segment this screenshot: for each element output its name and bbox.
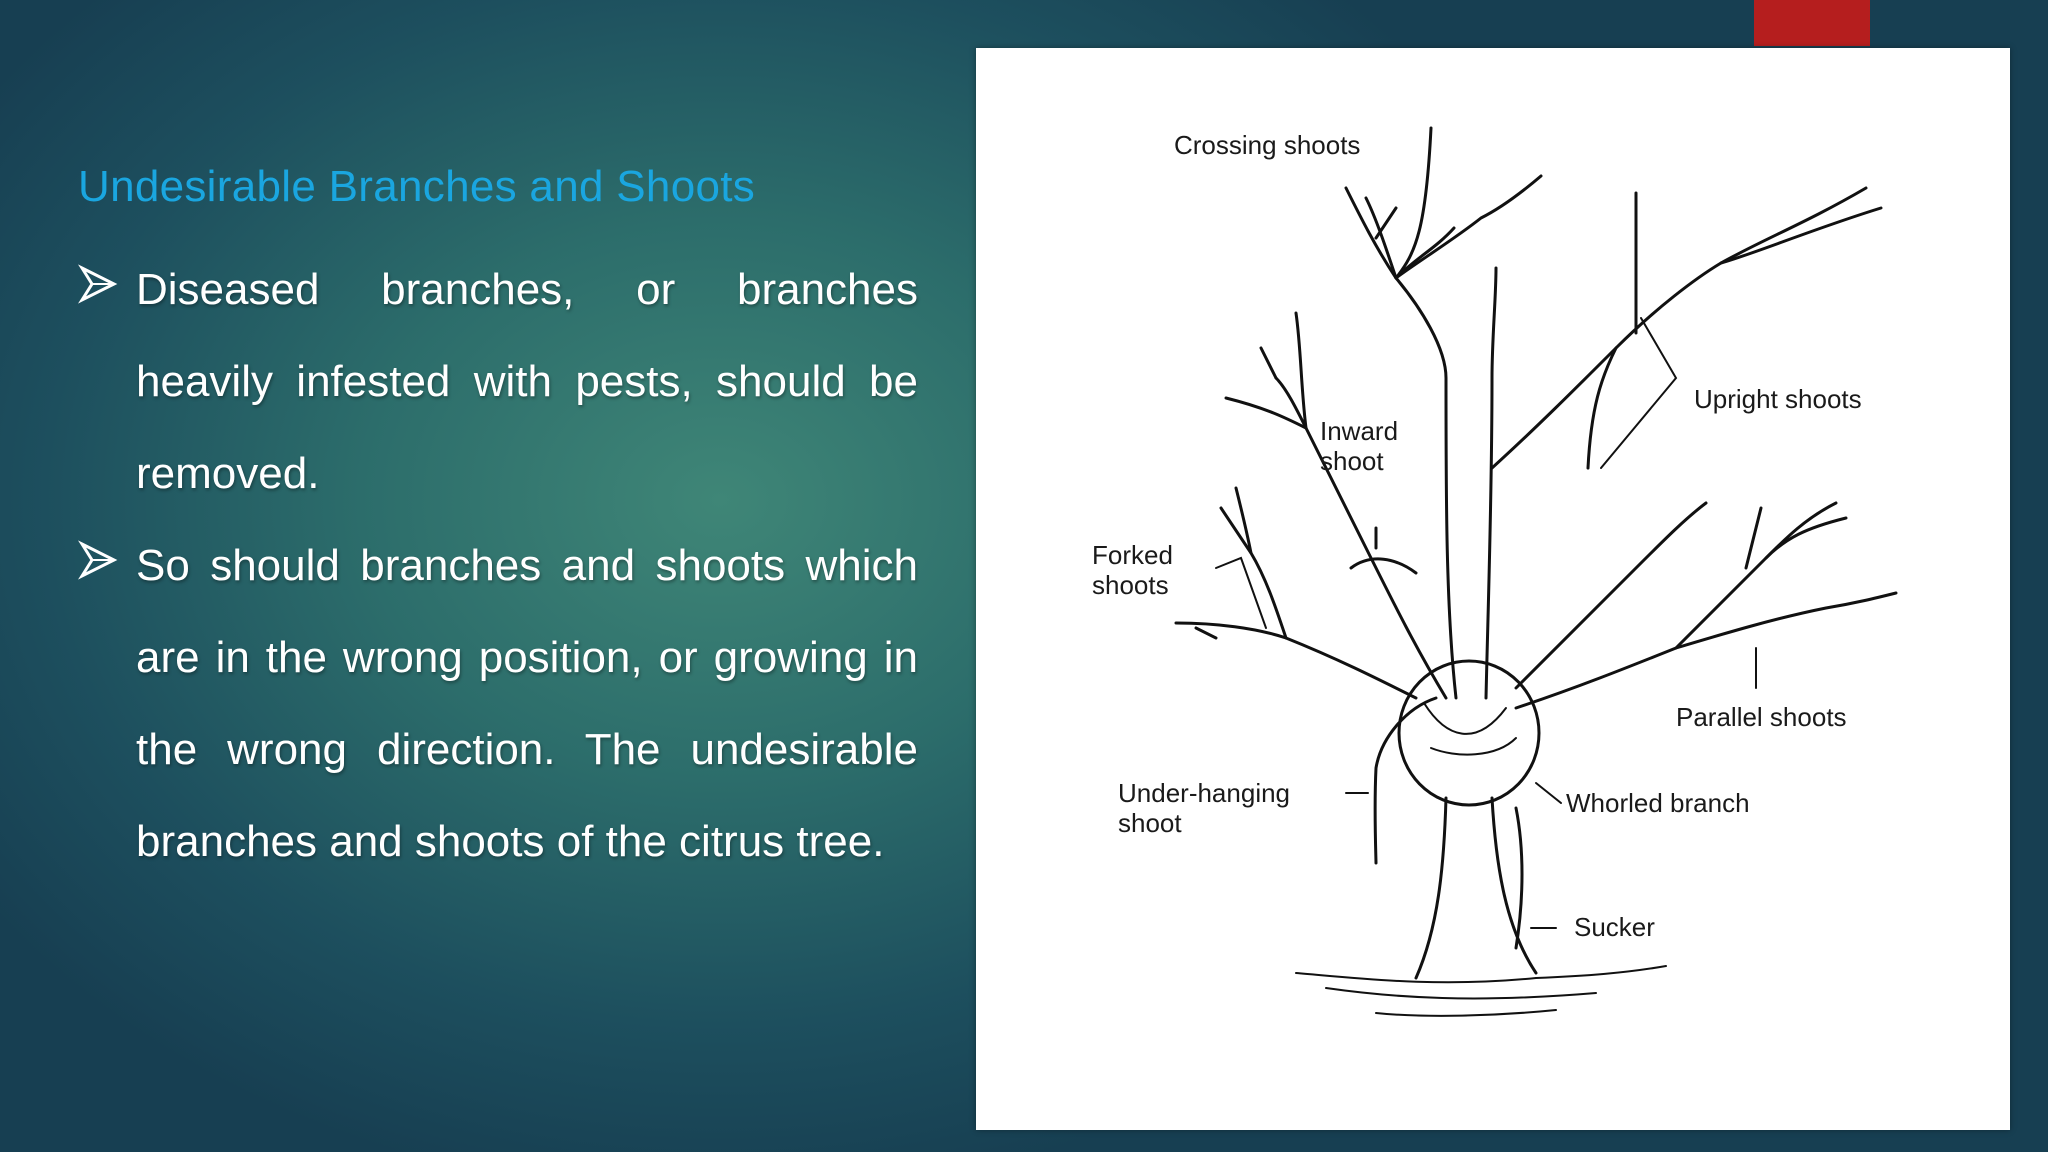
- bullet-item: So should branches and shoots which are …: [78, 520, 918, 888]
- label-forked-shoots-line2: shoots: [1092, 570, 1169, 600]
- label-crossing-shoots: Crossing shoots: [1174, 130, 1360, 160]
- bullet-item: Diseased branches, or branches heavily i…: [78, 244, 918, 520]
- label-inward-shoot-line2: shoot: [1320, 446, 1384, 476]
- bullet-list: Diseased branches, or branches heavily i…: [78, 244, 918, 888]
- under-hanging-shoot: [1345, 696, 1438, 865]
- label-whorled-branch: Whorled branch: [1566, 788, 1750, 818]
- inward-shoot: [1224, 311, 1448, 700]
- upright-shoots: [1490, 186, 1883, 470]
- whorled-branch: [1397, 659, 1562, 807]
- forked-shoots: [1174, 486, 1418, 700]
- tree-illustration: Crossing shoots Upright shoots Inward sh…: [1092, 126, 1898, 1017]
- bullet-text: So should branches and shoots which are …: [136, 541, 918, 866]
- label-forked-shoots-line1: Forked: [1092, 540, 1173, 570]
- central-leader: [1344, 126, 1543, 700]
- citrus-tree-diagram: Crossing shoots Upright shoots Inward sh…: [976, 48, 2010, 1130]
- label-parallel-shoots: Parallel shoots: [1676, 702, 1847, 732]
- parallel-shoots: [1514, 501, 1898, 710]
- label-inward-shoot-line1: Inward: [1320, 416, 1398, 446]
- label-upright-shoots: Upright shoots: [1694, 384, 1862, 414]
- label-under-hanging-line2: shoot: [1118, 808, 1182, 838]
- label-sucker: Sucker: [1574, 912, 1655, 942]
- trunk: [1295, 796, 1667, 1017]
- bullet-text: Diseased branches, or branches heavily i…: [136, 265, 918, 498]
- sucker: [1514, 806, 1557, 950]
- arrowhead-bullet-icon: [78, 540, 118, 580]
- arrowhead-bullet-icon: [78, 264, 118, 304]
- accent-tab: [1754, 0, 1870, 46]
- label-under-hanging-line1: Under-hanging: [1118, 778, 1290, 808]
- slide-heading: Undesirable Branches and Shoots: [78, 162, 756, 211]
